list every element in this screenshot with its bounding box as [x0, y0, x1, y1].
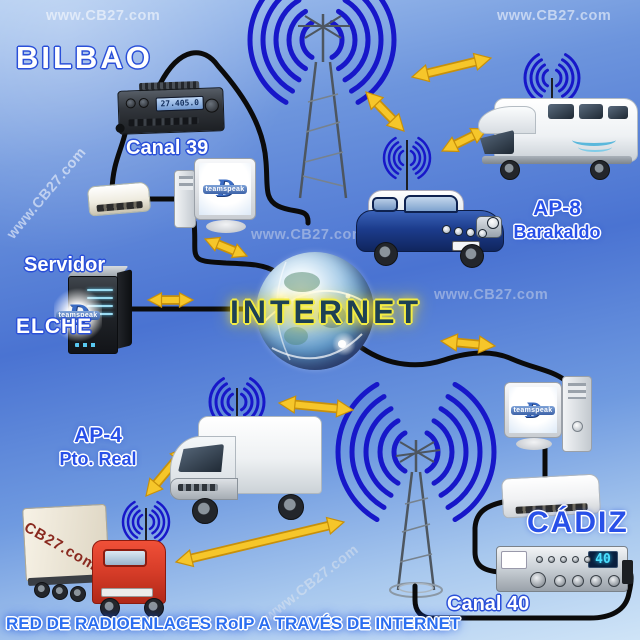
internet-globe [256, 252, 374, 370]
truck-cb27: CB27.com [22, 498, 172, 618]
car-mini [356, 188, 504, 272]
camper-skirt [482, 156, 632, 164]
mini-spotlight [442, 225, 451, 234]
label-canal-39: Canal 39 [126, 137, 209, 159]
teamspeak-wordmark: teamspeak [55, 310, 101, 320]
radio-connector [622, 560, 633, 584]
watermark: www.CB27.com [251, 227, 366, 243]
mini-headlight [487, 217, 499, 229]
server-leds [75, 343, 97, 347]
truck-cab [92, 540, 166, 604]
radio-channel-display: 40 [588, 551, 618, 568]
monitor-base [516, 438, 552, 450]
teamspeak-logo: D teamspeak [199, 163, 251, 215]
cable-radio39-tower-north [157, 50, 311, 226]
van-grille [178, 484, 218, 491]
server-elche: D teamspeak [54, 264, 142, 358]
server-side [117, 269, 132, 349]
pc-tower [174, 170, 196, 228]
arrow-computer-bilbao-globe [203, 236, 249, 259]
radio-waves-camper [523, 53, 581, 103]
radio-waves-truck [121, 500, 171, 544]
arrow-tower-north-mini [365, 91, 405, 132]
cable-router-radio40 [472, 498, 511, 575]
radio-label [501, 551, 527, 569]
globe-glow-dot [270, 284, 292, 306]
truck-grille [101, 588, 153, 597]
radio-waves-tower-south [335, 381, 497, 523]
teamspeak-wordmark: teamspeak [510, 405, 556, 415]
arrow-van-tower-south [277, 395, 355, 418]
arrow-server-elche-globe [146, 291, 195, 309]
teamspeak-wordmark: teamspeak [202, 184, 248, 194]
label-servidor: Servidor [24, 254, 106, 276]
label-pto-real: Pto. Real [59, 449, 137, 469]
cable-globe-computer-cadiz [359, 345, 569, 384]
arrow-tower-north-camper [410, 52, 493, 83]
teamspeak-logo: D teamspeak [509, 387, 557, 433]
label-elche: ELCHE [16, 315, 93, 338]
diagram-caption: RED DE RADIOENLACES RoIP A TRAVÉS DE INT… [6, 614, 461, 633]
antenna-tower-south [389, 440, 443, 598]
radio-waves-tower-north [247, 0, 397, 105]
radio-knob [530, 572, 546, 588]
label-bilbao: BILBAO [16, 40, 153, 75]
pc-tower [562, 376, 592, 452]
watermark: www.CB27.com [497, 8, 612, 24]
arrow-truck-tower-south [174, 516, 346, 568]
mini-spotlight [478, 229, 487, 238]
radio-frequency-display: 27.405.0 [155, 95, 205, 112]
label-internet: INTERNET [230, 294, 422, 330]
truck-branding-text: CB27.com [22, 518, 101, 575]
label-canal-40: Canal 40 [447, 593, 530, 615]
arrow-globe-computer-cadiz [439, 333, 497, 354]
mini-spotlight [454, 227, 463, 236]
mini-spotlight [466, 228, 475, 237]
radio-waves-mini [382, 136, 432, 180]
pc-monitor: D teamspeak [194, 158, 256, 220]
router-bilbao [86, 181, 152, 217]
van-ap4 [170, 416, 322, 524]
camper-overcab [478, 106, 536, 134]
watermark: www.CB27.com [46, 8, 161, 24]
watermark: www.CB27.com [434, 287, 549, 303]
label-cadiz: CÁDIZ [527, 506, 629, 539]
cable-computer-bilbao-globe [191, 219, 279, 275]
label-ap4: AP-4 [74, 424, 122, 447]
antenna-tower-north [298, 14, 350, 199]
pc-monitor: D teamspeak [504, 382, 562, 438]
computer-bilbao: D teamspeak [172, 158, 258, 238]
power-button [572, 421, 583, 432]
label-ap8: AP-8 [533, 197, 581, 220]
cb-radio-bilbao: 27.405.0 [115, 80, 225, 140]
computer-cadiz: D teamspeak [504, 374, 598, 458]
monitor-base [206, 220, 246, 233]
teamspeak-logo: D teamspeak [54, 286, 102, 344]
mini-windshield [404, 195, 458, 213]
globe-glow-dot [332, 332, 356, 356]
label-barakaldo: Barakaldo [513, 222, 601, 242]
camper-ap8 [476, 82, 638, 182]
router-ports [96, 200, 143, 212]
truck-windshield [103, 549, 147, 567]
cb-radio-cadiz: 40 [496, 546, 633, 598]
